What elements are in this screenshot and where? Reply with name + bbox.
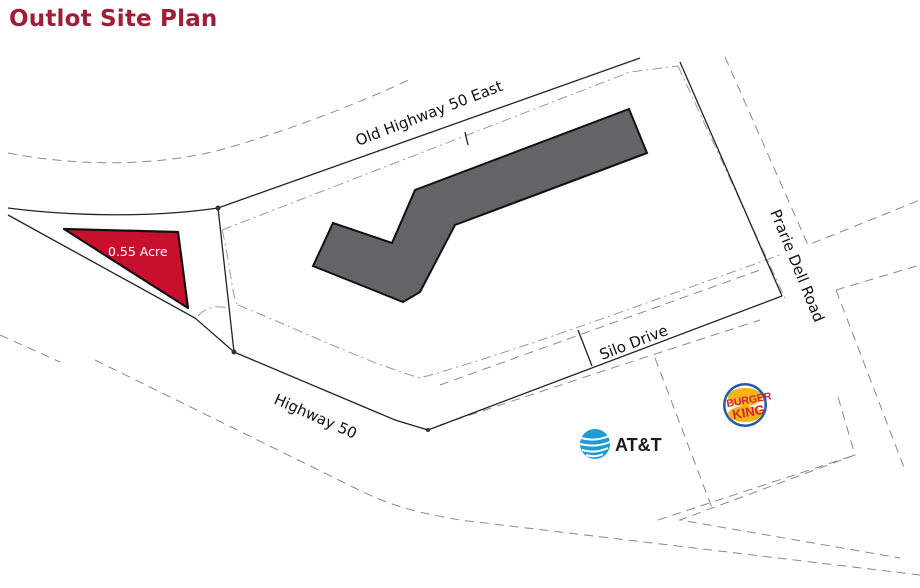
road-label-highway-50: Highway 50 bbox=[271, 390, 359, 443]
road-label-prairie-dell-road: Prarie Dell Road bbox=[766, 207, 828, 325]
outlot-parcel[interactable] bbox=[62, 227, 190, 310]
att-logo: AT&T bbox=[579, 429, 662, 459]
att-globe-icon bbox=[579, 429, 611, 459]
burger-king-logo: BURGER KING bbox=[723, 383, 773, 427]
survey-points bbox=[215, 205, 430, 432]
page-title: Outlot Site Plan bbox=[9, 6, 218, 32]
setback-lines bbox=[197, 65, 786, 379]
burger-king-line2: KING bbox=[731, 402, 766, 422]
parcel-area-label: 0.55 Acre bbox=[108, 244, 168, 259]
right-of-way-lines bbox=[0, 56, 920, 576]
building-footprint[interactable] bbox=[311, 107, 649, 304]
att-label: AT&T bbox=[615, 435, 662, 455]
